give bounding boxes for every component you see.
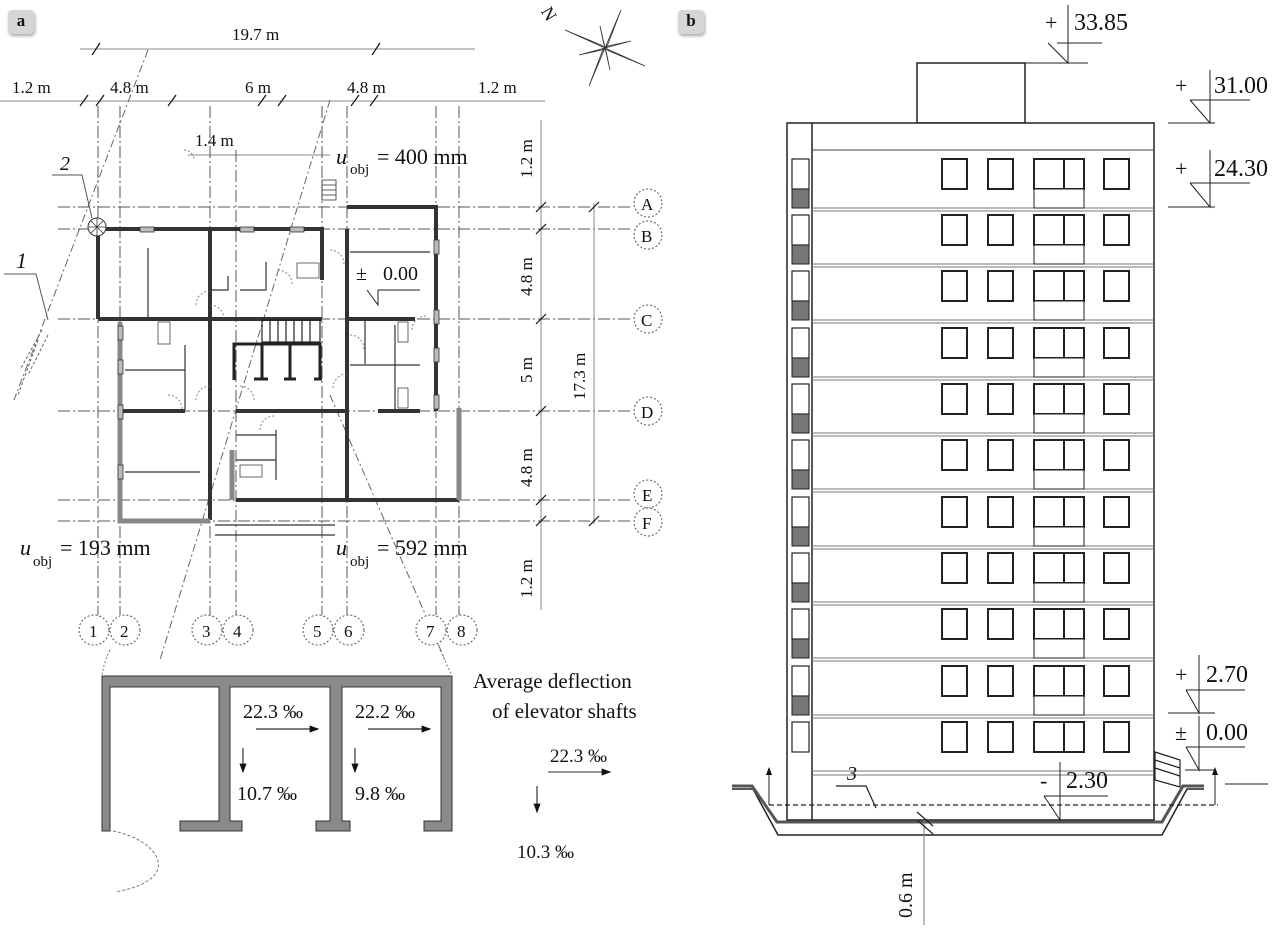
shaft1-horizontal-value: 22.3 ‰ [243,701,303,723]
north-label: N [537,3,561,24]
average-vertical-value: 10.3 ‰ [517,842,574,863]
average-title-line1: Average deflection [473,669,632,693]
row-axis-markers: A B C D E F [633,188,663,537]
vdim-5: 1.2 m [517,559,536,598]
survey-point-icon [87,217,107,237]
level-marker-31-00: + 31.00 [1168,70,1268,125]
overall-depth-label: 17.3 m [570,353,589,400]
floor-lines [812,207,1154,776]
svg-text:obj: obj [33,554,52,570]
col-axis-6: 6 [344,622,353,641]
svg-text:0.00: 0.00 [1206,720,1248,746]
floor-windows [791,158,1130,209]
vdim-3: 5 m [517,357,536,383]
svg-text:31.00: 31.00 [1214,73,1268,99]
vdim-4: 4.8 m [517,448,536,487]
level-marker-2-70: + 2.70 [1168,655,1248,715]
column-axes [97,106,460,615]
svg-text:+: + [1045,10,1057,35]
col-axis-4: 4 [233,622,242,641]
row-axis-F: F [642,514,651,533]
svg-text:+: + [1175,662,1187,687]
svg-text:= 400 mm: = 400 mm [377,144,468,169]
shaft1-vertical-value: 10.7 ‰ [237,783,297,805]
bay-dim-4: 4.8 m [347,78,386,97]
column-axis-markers: 1 2 3 4 5 6 7 8 [78,614,478,646]
svg-text:-: - [1040,768,1047,793]
callout-1: 1 [16,248,27,273]
bay-dim-1: 1.2 m [12,78,51,97]
row-axis-C: C [641,311,652,330]
svg-text:+: + [1175,73,1187,98]
svg-text:u: u [336,535,347,560]
svg-text:24.30: 24.30 [1214,156,1268,182]
level-marker-24-30: + 24.30 [1168,150,1268,209]
row-axis-E: E [642,486,652,505]
row-axis-B: B [641,227,652,246]
average-horizontal-value: 22.3 ‰ [550,746,607,767]
col-axis-1: 1 [89,622,98,641]
deflection-top-right: u obj = 400 mm [336,144,468,178]
north-compass-icon [564,9,646,87]
row-axis-A: A [641,195,654,214]
svg-text:33.85: 33.85 [1074,10,1128,36]
bay-dim-2: 4.8 m [110,78,149,97]
svg-text:obj: obj [350,554,369,570]
average-title-line2: of elevator shafts [492,699,637,723]
plan-level-value: 0.00 [383,263,418,285]
col-axis-2: 2 [120,622,129,641]
foundation-dim-label: 0.6 m [895,872,917,918]
callout-3: 3 [846,763,857,785]
plan-level-sign: ± [356,263,367,285]
col-axis-7: 7 [426,622,435,641]
bay-dim-3: 6 m [245,78,271,97]
svg-text:obj: obj [350,162,369,178]
svg-text:2.30: 2.30 [1066,768,1108,794]
deflection-bottom-left: u obj = 193 mm [20,535,151,570]
svg-text:= 592 mm: = 592 mm [377,535,468,560]
panel-a-badge: a [8,10,34,34]
deflection-bottom-right: u obj = 592 mm [336,535,468,570]
overall-width-label: 19.7 m [232,25,279,44]
col-axis-5: 5 [313,622,322,641]
panel-b-badge: b [678,10,704,34]
inner-dim-label: 1.4 m [195,131,234,150]
elevator-shaft-detail: 22.3 ‰ 10.7 ‰ 22.2 ‰ 9.8 ‰ Average defle… [101,649,637,893]
row-axis-D: D [641,403,653,422]
building-elevation: 0.6 m 3 + 33.85 + 31.00 + 24.30 [732,5,1268,925]
level-marker-33-85: + 33.85 [1025,5,1128,65]
vdim-2: 4.8 m [517,257,536,296]
level-marker-minus-2-30: - 2.30 [1040,762,1108,822]
svg-text:u: u [20,535,31,560]
svg-text:+: + [1175,156,1187,181]
svg-text:±: ± [1175,720,1187,745]
svg-text:= 193 mm: = 193 mm [60,535,151,560]
col-axis-3: 3 [202,622,211,641]
shaft2-horizontal-value: 22.2 ‰ [355,701,415,723]
plan-walls [96,149,462,536]
bay-dim-5: 1.2 m [478,78,517,97]
svg-text:2.70: 2.70 [1206,662,1248,688]
svg-text:u: u [336,144,347,169]
col-axis-8: 8 [457,622,466,641]
shaft2-vertical-value: 9.8 ‰ [355,783,405,805]
level-marker-0-00: ± 0.00 [1175,716,1248,772]
floor-plan: 19.7 m 1.2 m 4.8 m 6 m 4.8 m 1.2 m 1.4 m… [0,3,663,661]
vdim-1: 1.2 m [517,139,536,178]
callout-2: 2 [60,153,70,175]
